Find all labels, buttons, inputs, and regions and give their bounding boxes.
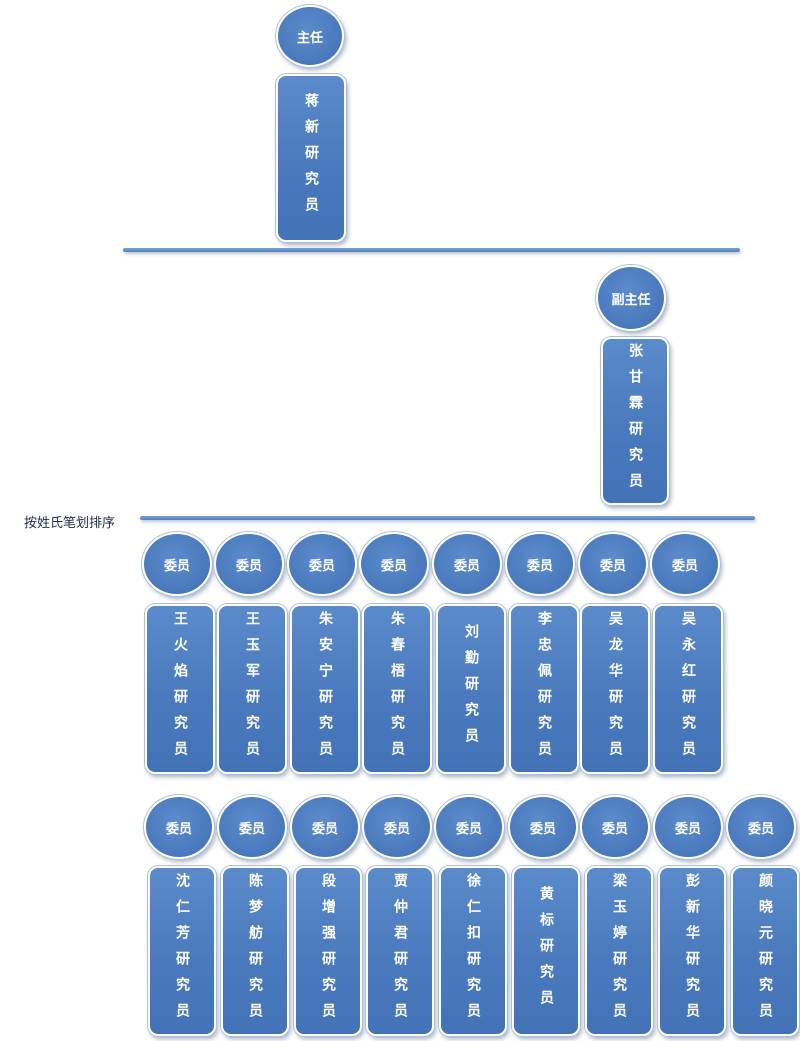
member-title-circle: 委员 — [650, 532, 720, 596]
member-title: 委员 — [601, 821, 628, 837]
member-title: 委员 — [165, 821, 192, 837]
director-title-circle: 主任 — [276, 5, 344, 67]
member-title-circle: 委员 — [287, 532, 357, 596]
deputy-title: 副主任 — [611, 292, 651, 308]
member-title: 委员 — [455, 821, 482, 837]
member-name-box: 颜晓元研究员 — [731, 866, 799, 1036]
sort-note: 按姓氏笔划排序 — [24, 516, 116, 531]
member-title: 委员 — [526, 558, 553, 574]
member-title: 委员 — [599, 558, 626, 574]
member-name: 贾仲君研究员 — [392, 873, 408, 1029]
member-name: 梁玉婷研究员 — [611, 873, 627, 1029]
member-title-circle: 委员 — [144, 795, 214, 859]
member-name: 段增强研究员 — [320, 873, 336, 1029]
member-title-circle: 委员 — [508, 795, 578, 859]
member-name-box: 李忠佩研究员 — [509, 604, 579, 774]
member-title-circle: 委员 — [505, 532, 575, 596]
divider-line-members — [140, 516, 755, 520]
member-name: 朱安宁研究员 — [317, 611, 333, 767]
deputy-title-circle: 副主任 — [596, 265, 666, 331]
member-title: 委员 — [529, 821, 556, 837]
member-title-circle: 委员 — [726, 795, 796, 859]
member-name-box: 黄标研究员 — [512, 866, 580, 1036]
deputy-name: 张甘霖研究员 — [627, 343, 643, 499]
member-title-circle: 委员 — [214, 532, 284, 596]
member-name: 王玉军研究员 — [244, 611, 260, 767]
member-title: 委员 — [453, 558, 480, 574]
member-name-box: 吴永红研究员 — [653, 604, 723, 774]
member-title: 委员 — [235, 558, 262, 574]
member-title: 委员 — [238, 821, 265, 837]
member-title-circle: 委员 — [142, 532, 212, 596]
member-name: 徐仁扣研究员 — [465, 873, 481, 1029]
member-name-box: 彭新华研究员 — [658, 866, 726, 1036]
member-title-circle: 委员 — [290, 795, 360, 859]
member-name-box: 吴龙华研究员 — [580, 604, 650, 774]
member-name: 陈梦舫研究员 — [247, 873, 263, 1029]
member-name: 吴永红研究员 — [680, 611, 696, 767]
member-name-box: 陈梦舫研究员 — [221, 866, 289, 1036]
divider-line-top — [123, 248, 740, 252]
member-name: 王火焰研究员 — [172, 611, 188, 767]
member-name: 刘勤研究员 — [463, 624, 479, 754]
director-title: 主任 — [296, 30, 323, 46]
member-name-box: 梁玉婷研究员 — [585, 866, 653, 1036]
member-name: 颜晓元研究员 — [757, 873, 773, 1029]
member-title-circle: 委员 — [580, 795, 650, 859]
member-name: 吴龙华研究员 — [607, 611, 623, 767]
member-title-circle: 委员 — [217, 795, 287, 859]
member-title: 委员 — [311, 821, 338, 837]
deputy-name-box: 张甘霖研究员 — [601, 337, 669, 505]
member-name: 朱春梧研究员 — [389, 611, 405, 767]
member-title: 委员 — [380, 558, 407, 574]
director-name-box: 蒋新研究员 — [276, 74, 346, 242]
member-name-box: 朱春梧研究员 — [362, 604, 432, 774]
member-title-circle: 委员 — [434, 795, 504, 859]
member-name-box: 王玉军研究员 — [217, 604, 287, 774]
member-name-box: 朱安宁研究员 — [290, 604, 360, 774]
member-title: 委员 — [383, 821, 410, 837]
member-title: 委员 — [163, 558, 190, 574]
member-title-circle: 委员 — [432, 532, 502, 596]
member-title: 委员 — [747, 821, 774, 837]
member-name-box: 刘勤研究员 — [436, 604, 506, 774]
member-title-circle: 委员 — [653, 795, 723, 859]
member-name-box: 王火焰研究员 — [145, 604, 215, 774]
member-title: 委员 — [308, 558, 335, 574]
member-title: 委员 — [671, 558, 698, 574]
member-name-box: 沈仁芳研究员 — [148, 866, 216, 1036]
member-name: 黄标研究员 — [538, 886, 554, 1016]
member-name: 李忠佩研究员 — [536, 611, 552, 767]
member-name-box: 贾仲君研究员 — [366, 866, 434, 1036]
member-name: 彭新华研究员 — [684, 873, 700, 1029]
member-title-circle: 委员 — [362, 795, 432, 859]
member-title-circle: 委员 — [359, 532, 429, 596]
member-title-circle: 委员 — [578, 532, 648, 596]
member-name-box: 徐仁扣研究员 — [439, 866, 507, 1036]
director-name: 蒋新研究员 — [303, 93, 319, 223]
member-name: 沈仁芳研究员 — [174, 873, 190, 1029]
member-title: 委员 — [674, 821, 701, 837]
member-name-box: 段增强研究员 — [294, 866, 362, 1036]
